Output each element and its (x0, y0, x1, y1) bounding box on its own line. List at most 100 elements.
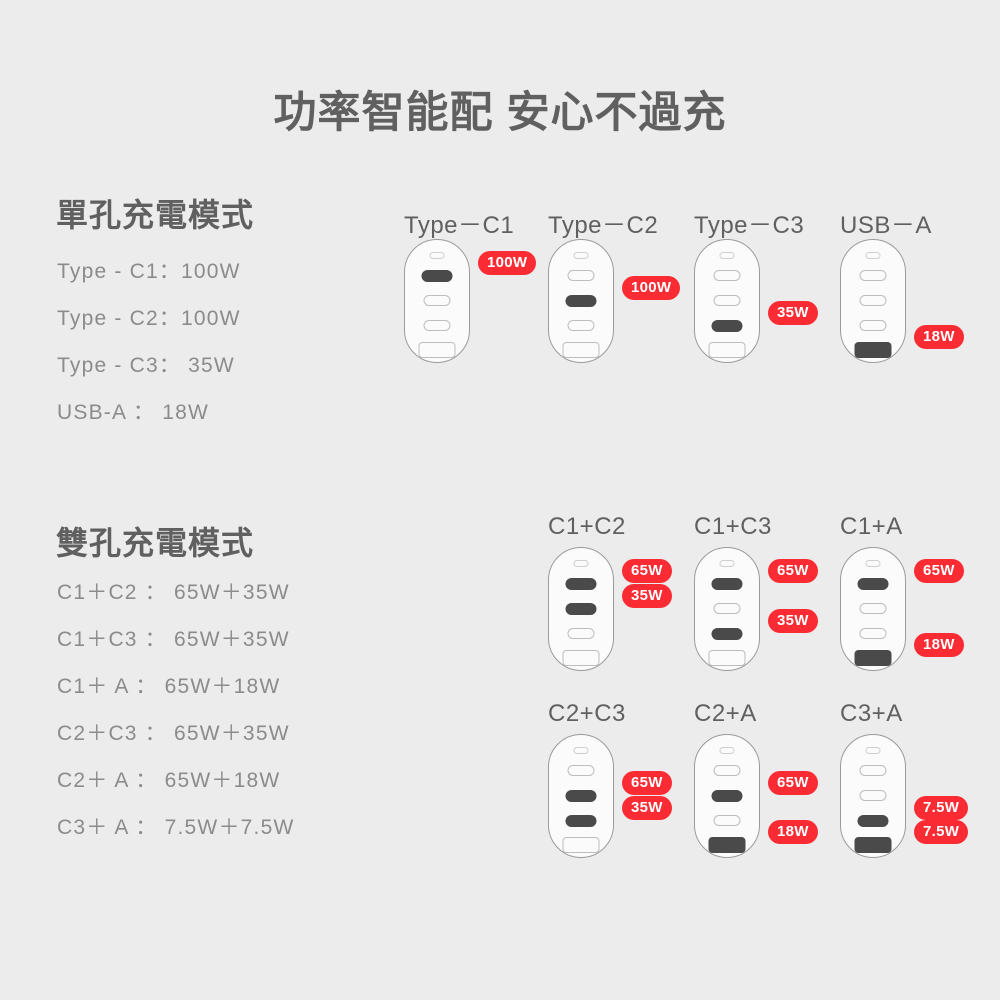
port-type-c-2 (713, 295, 741, 306)
spec-row: C1＋C3 ： 65W＋35W (57, 628, 290, 651)
charger-diagram-label: C1+C3 (694, 513, 772, 540)
spec-row: C2＋C3 ： 65W＋35W (57, 722, 290, 745)
port-type-c-2-active (711, 790, 743, 802)
port-type-c-2 (859, 295, 887, 306)
port-type-c-1-active (711, 578, 743, 590)
charger-body (548, 239, 614, 363)
spec-row: Type - C3： 35W (57, 354, 235, 377)
port-usb-a (562, 342, 600, 358)
charger-diagram-label: C1+C2 (548, 513, 626, 540)
led-indicator-icon (429, 252, 445, 259)
wattage-badge: 65W (768, 771, 818, 795)
wattage-badge: 18W (914, 325, 964, 349)
dual-mode-heading: 雙孔充電模式 (56, 525, 255, 561)
charger-diagram-label: C2+A (694, 700, 757, 727)
port-type-c-2 (859, 603, 887, 614)
port-type-c-1 (567, 765, 595, 776)
charger-diagram-label: C1+A (840, 513, 903, 540)
port-type-c-3 (859, 320, 887, 331)
port-type-c-1 (859, 270, 887, 281)
spec-row: Type - C2：100W (57, 307, 241, 330)
port-type-c-2 (713, 603, 741, 614)
port-type-c-3-active (857, 815, 889, 827)
charger-diagram-label: Type－C3 (694, 212, 805, 239)
port-type-c-3-active (565, 815, 597, 827)
single-mode-heading: 單孔充電模式 (56, 197, 255, 233)
charger-body (840, 547, 906, 671)
port-type-c-3 (713, 815, 741, 826)
charger-body (694, 239, 760, 363)
port-usb-a (418, 342, 456, 358)
led-indicator-icon (573, 560, 589, 567)
wattage-badge: 18W (914, 633, 964, 657)
wattage-badge: 65W (622, 559, 672, 583)
charger-diagram-label: Type－C2 (548, 212, 659, 239)
led-indicator-icon (719, 560, 735, 567)
wattage-badge: 7.5W (914, 820, 969, 844)
port-usb-a-active (854, 342, 892, 358)
charger-body (694, 547, 760, 671)
port-usb-a (708, 650, 746, 666)
wattage-badge: 100W (622, 276, 681, 300)
charger-body (404, 239, 470, 363)
led-indicator-icon (573, 747, 589, 754)
port-type-c-3-active (711, 628, 743, 640)
spec-row: C1＋ A ： 65W＋18W (57, 675, 281, 698)
wattage-badge: 35W (622, 584, 672, 608)
wattage-badge: 18W (768, 820, 818, 844)
led-indicator-icon (865, 560, 881, 567)
port-usb-a (562, 837, 600, 853)
port-type-c-1-active (565, 578, 597, 590)
spec-row: C3＋ A ： 7.5W＋7.5W (57, 816, 295, 839)
port-usb-a-active (708, 837, 746, 853)
charger-diagram-label: USB－A (840, 212, 932, 239)
led-indicator-icon (719, 252, 735, 259)
port-type-c-1 (713, 270, 741, 281)
page-title: 功率智能配 安心不過充 (273, 89, 727, 137)
port-usb-a (562, 650, 600, 666)
port-type-c-2 (423, 295, 451, 306)
port-type-c-2-active (565, 790, 597, 802)
port-type-c-3 (567, 320, 595, 331)
port-type-c-3-active (711, 320, 743, 332)
spec-row: C1＋C2 ： 65W＋35W (57, 581, 290, 604)
wattage-badge: 100W (478, 251, 537, 275)
single-mode-spec-list: Type - C1：100W Type - C2：100W Type - C3：… (57, 252, 241, 440)
port-type-c-1-active (857, 578, 889, 590)
spec-row: USB-A ： 18W (57, 401, 210, 424)
wattage-badge: 65W (914, 559, 964, 583)
charger-body (694, 734, 760, 858)
dual-mode-spec-list: C1＋C2 ： 65W＋35W C1＋C3 ： 65W＋35W C1＋ A ： … (57, 573, 294, 855)
charger-body (840, 239, 906, 363)
port-type-c-1-active (421, 270, 453, 282)
port-type-c-2-active (565, 295, 597, 307)
charger-body (548, 547, 614, 671)
led-indicator-icon (719, 747, 735, 754)
port-type-c-2 (859, 790, 887, 801)
port-type-c-2-active (565, 603, 597, 615)
charger-diagram-label: C3+A (840, 700, 903, 727)
led-indicator-icon (573, 252, 589, 259)
port-type-c-1 (859, 765, 887, 776)
port-usb-a (708, 342, 746, 358)
port-type-c-3 (567, 628, 595, 639)
port-type-c-3 (423, 320, 451, 331)
charger-body (840, 734, 906, 858)
spec-row: C2＋ A ： 65W＋18W (57, 769, 281, 792)
wattage-badge: 35W (768, 609, 818, 633)
wattage-badge: 65W (622, 771, 672, 795)
port-usb-a-active (854, 650, 892, 666)
led-indicator-icon (865, 252, 881, 259)
wattage-badge: 35W (622, 796, 672, 820)
charger-body (548, 734, 614, 858)
wattage-badge: 65W (768, 559, 818, 583)
port-type-c-3 (859, 628, 887, 639)
led-indicator-icon (865, 747, 881, 754)
wattage-badge: 35W (768, 301, 818, 325)
port-usb-a-active (854, 837, 892, 853)
wattage-badge: 7.5W (914, 796, 969, 820)
port-type-c-1 (567, 270, 595, 281)
spec-row: Type - C1：100W (57, 260, 241, 283)
charger-diagram-label: Type－C1 (404, 212, 515, 239)
